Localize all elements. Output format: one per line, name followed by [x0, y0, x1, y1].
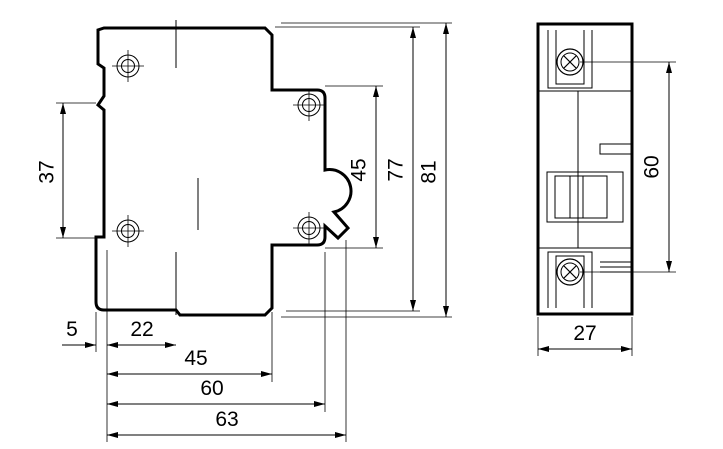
- mounting-hole-icon-mid-right: [292, 88, 326, 122]
- dimension-60-horizontal: 60: [107, 377, 325, 407]
- dimension-label-77: 77: [385, 158, 408, 181]
- dimension-63: 63: [107, 408, 346, 438]
- dimension-label-60-vertical: 60: [641, 155, 664, 178]
- dimension-5: 5: [62, 318, 126, 348]
- side-view-outline: [94, 26, 353, 317]
- dimension-label-63: 63: [215, 408, 238, 431]
- dimension-label-27: 27: [573, 322, 596, 345]
- toggle-lever: [546, 171, 624, 223]
- dimension-label-37: 37: [36, 160, 59, 183]
- dimension-22: 22: [107, 318, 176, 348]
- mounting-hole-icon-bottom-left: [111, 214, 145, 248]
- dimension-label-60-horizontal: 60: [200, 377, 223, 400]
- dimension-81: 81: [418, 23, 449, 317]
- dimension-45-horizontal: 45: [107, 347, 272, 377]
- front-extension-lines: [537, 61, 676, 356]
- terminal-screw-icon-bottom: [556, 258, 584, 286]
- dimension-label-22: 22: [130, 318, 153, 341]
- dimension-27: 27: [538, 322, 632, 352]
- dimension-label-45-horizontal: 45: [184, 347, 207, 370]
- dimension-label-45-vertical: 45: [348, 158, 371, 181]
- mounting-hole-icon-bottom-right: [292, 211, 326, 245]
- dimension-label-5: 5: [66, 318, 78, 341]
- side-view: [94, 20, 353, 317]
- front-view-outline: [536, 22, 634, 316]
- mounting-hole-icon-top-left: [111, 49, 145, 83]
- front-view: [536, 22, 634, 316]
- dimension-77: 77: [385, 27, 416, 311]
- dimension-45-vertical: 45: [348, 86, 379, 248]
- dimension-60-vertical: 60: [641, 62, 672, 272]
- dimension-37: 37: [36, 103, 66, 238]
- dimension-label-81: 81: [418, 160, 441, 183]
- extension-lines: [56, 22, 452, 442]
- terminal-screw-icon-top: [556, 48, 584, 76]
